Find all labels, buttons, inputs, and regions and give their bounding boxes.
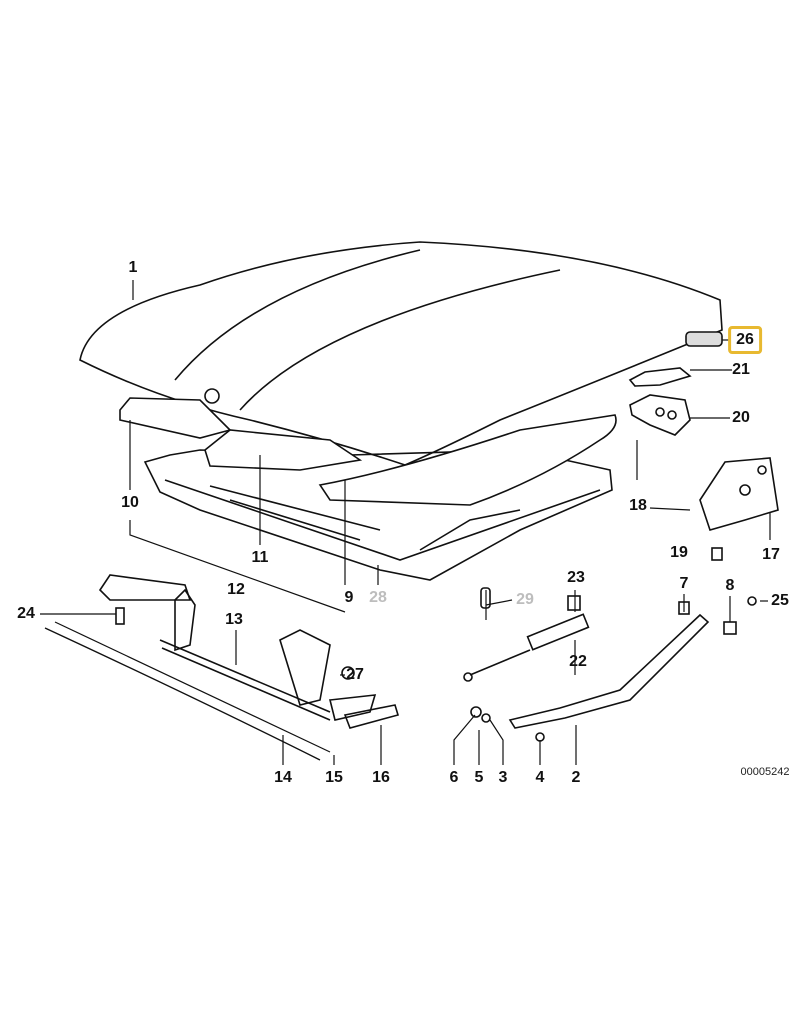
release-cable-14 xyxy=(44,627,321,761)
clip-25 xyxy=(747,596,757,606)
latch-plate-16 xyxy=(343,704,400,729)
drawing-code: 00005242 xyxy=(740,766,790,778)
clip-19 xyxy=(711,547,723,561)
nut-6 xyxy=(470,706,482,718)
callout-12: 12 xyxy=(227,581,245,598)
callout-16: 16 xyxy=(372,769,390,786)
callout-10: 10 xyxy=(121,494,139,511)
callout-9: 9 xyxy=(344,589,354,606)
nut-27 xyxy=(341,666,355,680)
callout-17: 17 xyxy=(762,546,780,563)
clip-8 xyxy=(723,621,737,635)
callout-1: 1 xyxy=(128,259,138,276)
insulation-pad-9 xyxy=(318,414,617,506)
callout-11: 11 xyxy=(251,549,269,566)
callout-7: 7 xyxy=(679,575,689,592)
bolt-7 xyxy=(678,601,690,615)
hinge-bracket-part-17 xyxy=(699,457,779,531)
callout-18: 18 xyxy=(629,497,647,514)
callout-28: 28 xyxy=(369,589,387,606)
callout-27: 27 xyxy=(346,666,364,683)
seal-part-26 xyxy=(685,331,723,347)
clip-4 xyxy=(535,732,545,742)
callout-19: 19 xyxy=(670,544,688,561)
bracket-part-21 xyxy=(628,367,692,387)
hinge-part-20 xyxy=(629,394,691,436)
callout-4: 4 xyxy=(535,769,545,786)
gas-strut-22 xyxy=(463,613,590,682)
callout-24: 24 xyxy=(17,605,35,622)
callout-23: 23 xyxy=(567,569,585,586)
clip-23 xyxy=(567,595,581,611)
callout-13: 13 xyxy=(225,611,243,628)
hood-panel xyxy=(79,241,723,466)
callout-6: 6 xyxy=(449,769,459,786)
callout-20: 20 xyxy=(732,409,750,426)
pin-29 xyxy=(480,587,491,609)
washer-5 xyxy=(481,713,491,723)
callout-26-highlighted[interactable]: 26 xyxy=(728,326,762,354)
callout-15: 15 xyxy=(325,769,343,786)
callout-21: 21 xyxy=(732,361,750,378)
callout-29: 29 xyxy=(516,591,534,608)
hood-inner-panel xyxy=(143,449,613,581)
callout-25: 25 xyxy=(771,592,789,609)
hood-hinge-assembly xyxy=(98,574,377,721)
callout-3: 3 xyxy=(498,769,508,786)
callout-22: 22 xyxy=(569,653,587,670)
insulation-pad-11 xyxy=(204,429,363,471)
callout-14: 14 xyxy=(274,769,292,786)
callout-2: 2 xyxy=(571,769,581,786)
callout-8: 8 xyxy=(725,577,735,594)
strut-arm-2 xyxy=(508,613,710,729)
callout-5: 5 xyxy=(474,769,484,786)
bolt-24 xyxy=(115,607,125,625)
